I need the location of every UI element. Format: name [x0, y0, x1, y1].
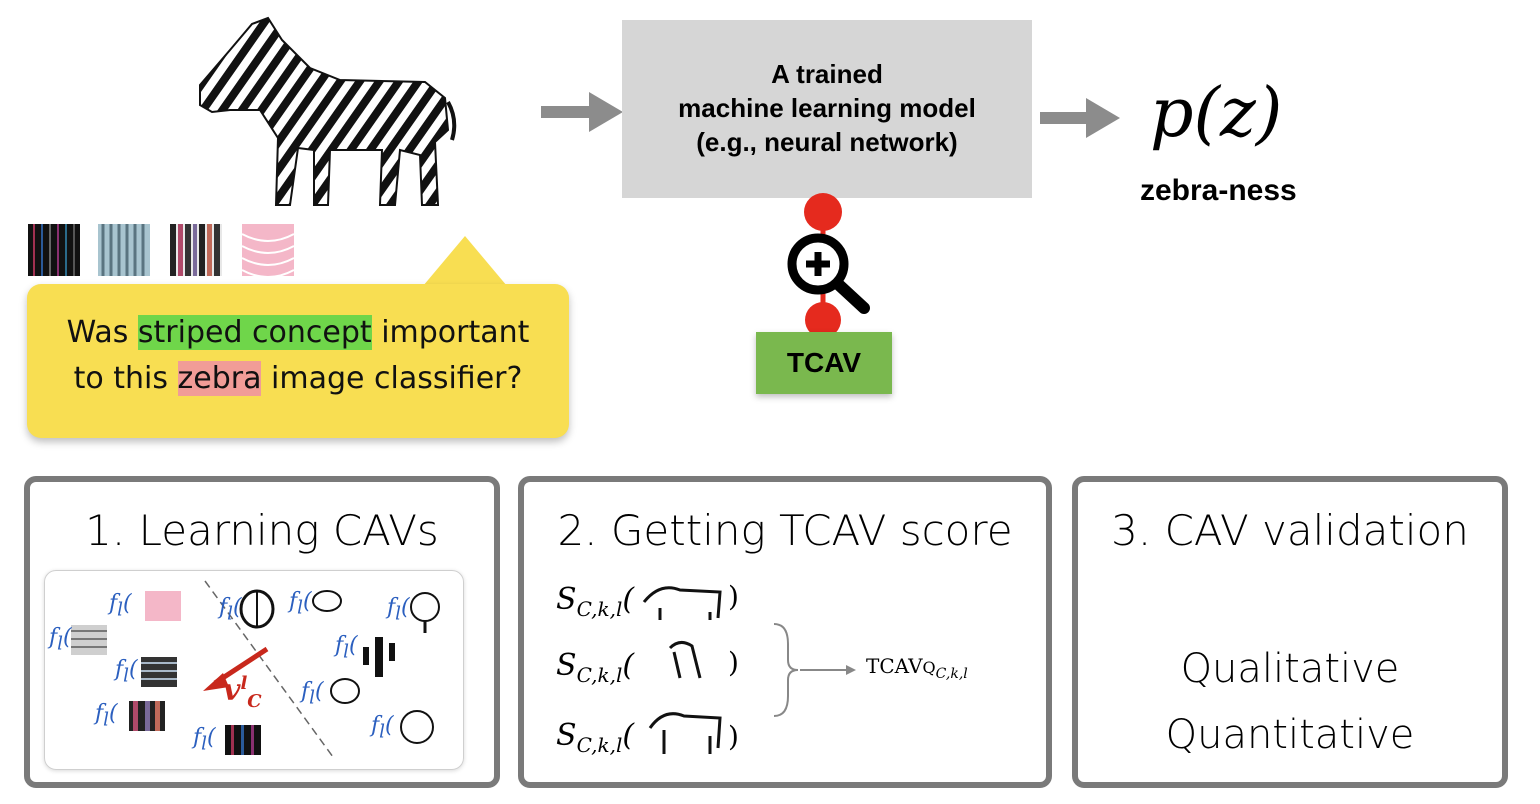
- f-label: fl(: [95, 701, 118, 731]
- svg-text:): ): [728, 720, 739, 753]
- svg-text:): ): [728, 646, 739, 679]
- model-line-1: A trained: [771, 59, 883, 90]
- f-label: fl(: [109, 591, 132, 621]
- f-label: fl(: [335, 633, 358, 663]
- f-label: fl(: [301, 679, 324, 709]
- target-highlight: zebra: [177, 361, 262, 396]
- f-label: fl(: [289, 589, 312, 619]
- score-zebra-icons: ) ) ): [642, 580, 739, 754]
- validation-qualitative: Qualitative: [1180, 646, 1400, 692]
- f-label: fl(: [371, 713, 394, 743]
- arrow-right-icon: [541, 92, 623, 132]
- cav-diagram: fl( fl( fl( fl( fl( fl( fl( fl( fl( fl( …: [44, 570, 464, 770]
- question-suffix: image classifier?: [261, 361, 523, 396]
- score-row-2: SC,k,l(: [556, 648, 635, 687]
- score-row-3: SC,k,l(: [556, 718, 635, 757]
- f-label: fl(: [219, 595, 242, 625]
- f-label: fl(: [387, 595, 410, 625]
- arrow-right-icon: [1040, 98, 1120, 138]
- panel-title: 1. Learning CAVs: [85, 506, 439, 555]
- question-line2-prefix: to this: [73, 361, 178, 396]
- probe-icon: [787, 193, 870, 338]
- tcav-label: TCAV: [756, 332, 892, 394]
- cav-diagram-svg: [71, 580, 440, 758]
- brace-arrow: [773, 623, 856, 717]
- question-prefix: Was: [66, 315, 138, 350]
- panel-title: 2. Getting TCAV score: [557, 506, 1013, 555]
- magnify-plus-icon: [787, 233, 870, 314]
- concept-highlight: striped concept: [137, 315, 372, 350]
- f-label: fl(: [115, 657, 138, 687]
- svg-text:): ): [728, 580, 739, 613]
- model-box: A trained machine learning model (e.g., …: [622, 20, 1032, 198]
- zebra-image: [199, 16, 457, 206]
- score-row-1: SC,k,l(: [556, 582, 635, 621]
- bubble-tail: [423, 236, 507, 286]
- question-bubble: Was striped concept important to this ze…: [27, 284, 569, 438]
- concept-swatches: [28, 224, 295, 276]
- validation-quantitative: Quantitative: [1165, 712, 1415, 758]
- tcav-result: TCAVQC,k,l: [866, 654, 968, 682]
- model-line-3: (e.g., neural network): [696, 126, 958, 157]
- f-label: fl(: [49, 625, 72, 655]
- question-middle: important: [371, 315, 530, 350]
- question-text: Was striped concept important to this ze…: [27, 310, 569, 402]
- panel-title: 3. CAV validation: [1111, 506, 1469, 555]
- cav-vector-label: vlC: [223, 673, 262, 712]
- f-label: fl(: [193, 725, 216, 755]
- output-label: zebra-ness: [1140, 174, 1297, 207]
- panel-cav-validation: 3. CAV validation: [1072, 476, 1508, 788]
- output-formula: p(z): [1150, 74, 1283, 153]
- model-line-2: machine learning model: [678, 93, 976, 124]
